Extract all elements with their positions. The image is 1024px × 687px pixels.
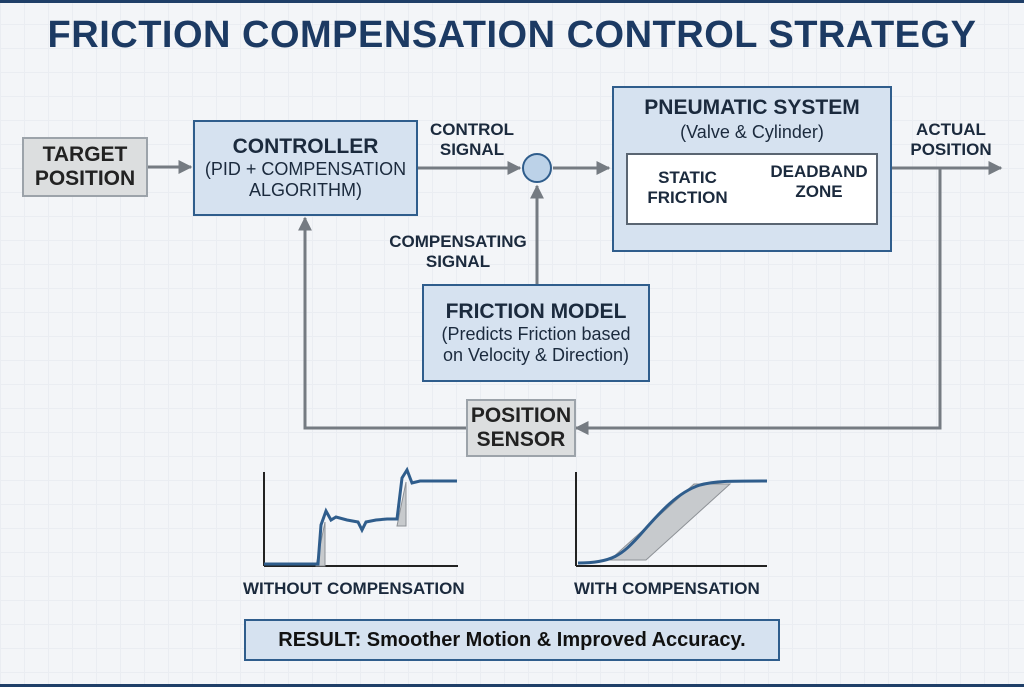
result-banner: RESULT: Smoother Motion & Improved Accur… [244,619,780,661]
controller-subtitle-line1: (PID + COMPENSATION [204,159,407,180]
friction-model-subtitle-line1: (Predicts Friction based [441,324,631,345]
controller-block: CONTROLLER (PID + COMPENSATION ALGORITHM… [193,120,418,216]
static-friction-label: STATIC FRICTION [647,168,728,208]
without-compensation-caption: WITHOUT COMPENSATION [243,579,465,598]
pneumatic-system-title: PNEUMATIC SYSTEM [644,96,860,119]
controller-subtitle-line2: ALGORITHM) [248,180,362,201]
friction-inset [626,153,878,225]
diagram-title: FRICTION COMPENSATION CONTROL STRATEGY [47,14,977,56]
friction-model-title: FRICTION MODEL [445,300,627,324]
target-position-label-line1: TARGET [42,142,128,166]
position-sensor-label-line2: SENSOR [476,428,566,451]
target-position-block: TARGET POSITION [22,137,148,197]
position-sensor-label-line1: POSITION [470,403,572,427]
control-signal-label: CONTROL SIGNAL [429,120,515,160]
deadband-zone-label: DEADBAND ZONE [770,162,868,202]
summing-junction [522,153,552,183]
bottom-frame [0,684,1024,687]
actual-position-label: ACTUAL POSITION [910,120,992,160]
graph-with-compensation [575,472,768,567]
feedback-to-sensor [574,168,942,435]
position-sensor-block: POSITION SENSOR [466,399,576,457]
graph-without-compensation [263,466,458,567]
feedback-sensor-to-controller [298,216,466,430]
target-position-label-line2: POSITION [34,167,136,190]
controller-title: CONTROLLER [232,135,379,159]
friction-model-block: FRICTION MODEL (Predicts Friction based … [422,284,650,382]
pneumatic-system-subtitle: (Valve & Cylinder) [680,122,824,143]
compensating-signal-label: COMPENSATING SIGNAL [389,232,527,272]
friction-model-subtitle-line2: on Velocity & Direction) [442,345,630,366]
with-compensation-caption: WITH COMPENSATION [574,579,760,598]
top-frame [0,0,1024,3]
